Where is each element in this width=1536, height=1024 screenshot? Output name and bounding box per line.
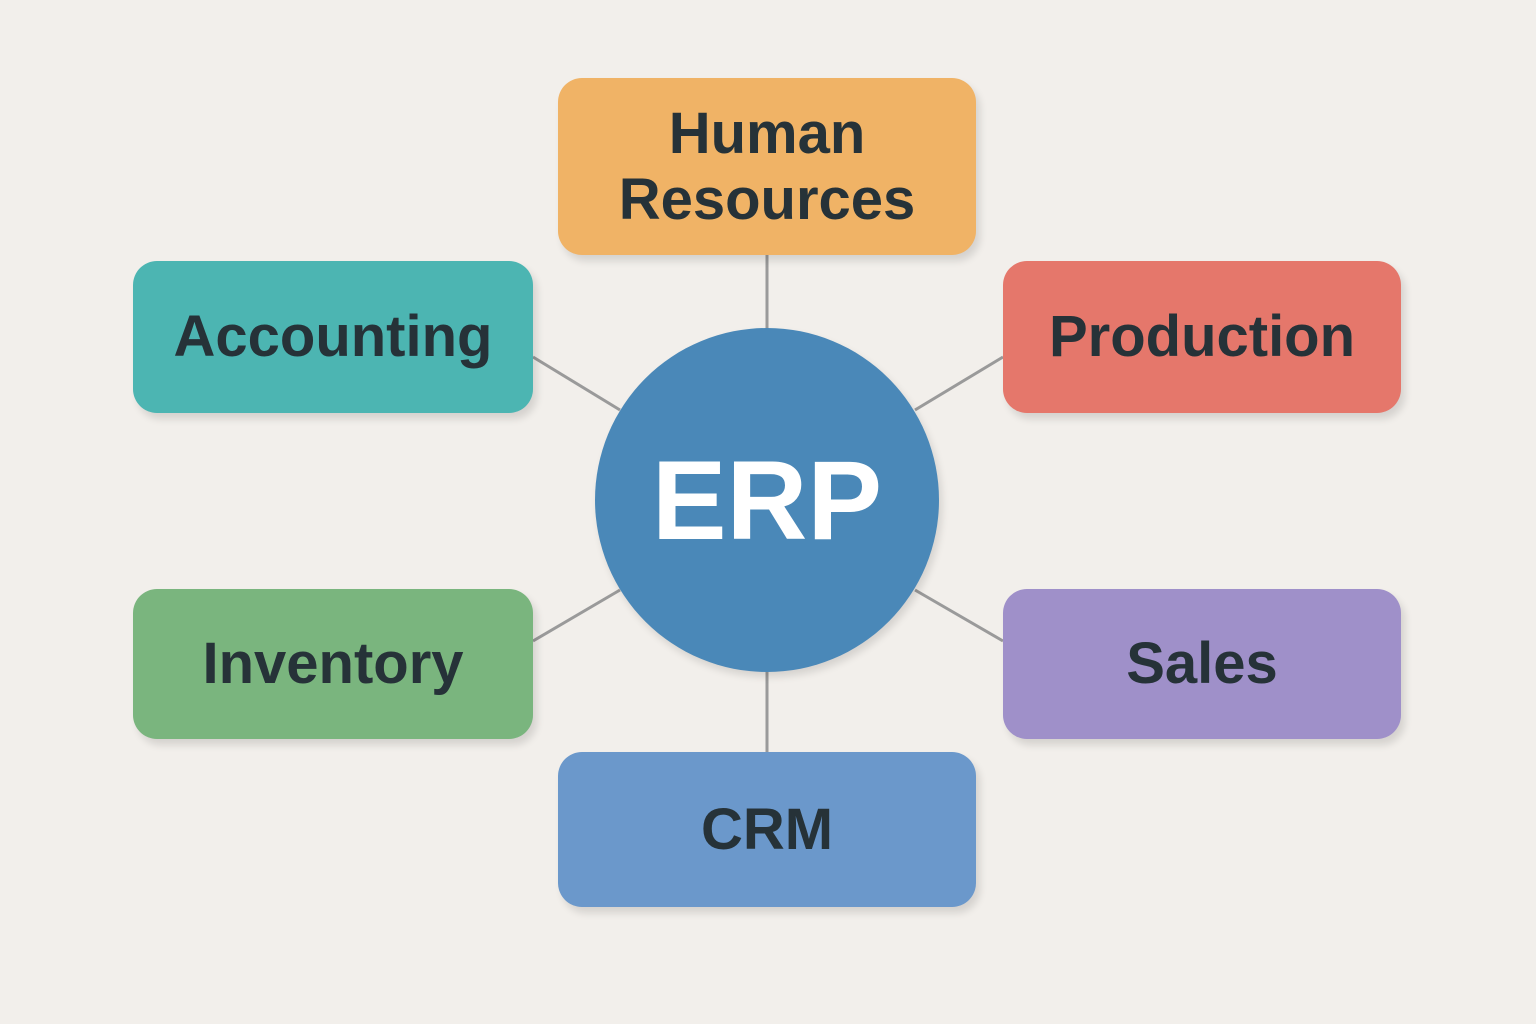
connector-production	[914, 355, 1004, 412]
erp-label: ERP	[651, 437, 883, 563]
module-label: Sales	[1126, 631, 1278, 696]
module-label: Inventory	[202, 631, 464, 696]
erp-hub: ERP	[595, 328, 939, 672]
module-production: Production	[1003, 261, 1401, 413]
module-label: Accounting	[173, 304, 493, 369]
module-label: CRM	[700, 796, 834, 862]
module-human-resources: Human Resources	[558, 78, 976, 255]
module-inventory: Inventory	[133, 589, 533, 739]
connector-sales	[914, 588, 1004, 643]
connector-accounting	[532, 355, 621, 412]
module-label: Production	[1048, 304, 1356, 369]
module-sales: Sales	[1003, 589, 1401, 739]
module-label: Human Resources	[618, 100, 916, 232]
module-crm: CRM	[558, 752, 976, 907]
connector-inventory	[532, 588, 621, 643]
module-accounting: Accounting	[133, 261, 533, 413]
